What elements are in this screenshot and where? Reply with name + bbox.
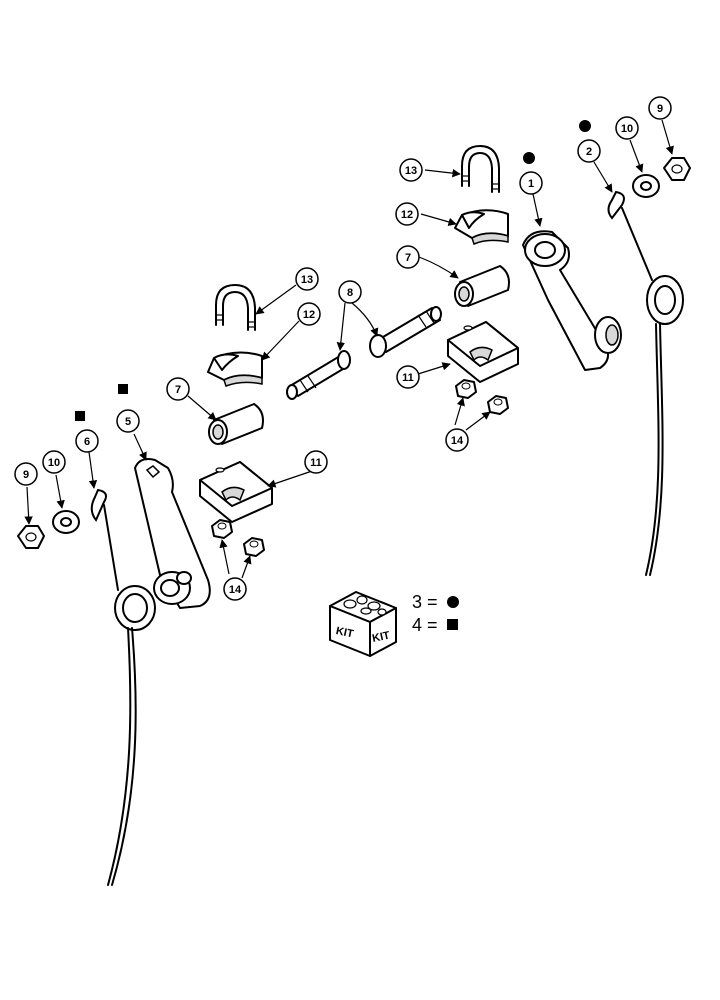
kit3-marker-icon [579,120,591,132]
spring-tine-right [607,190,684,576]
u-bolt-right [461,144,500,193]
svg-text:13: 13 [301,274,313,286]
svg-text:14: 14 [451,435,464,447]
svg-text:6: 6 [84,436,90,448]
lock-nut-right-a [455,379,477,399]
bushing-right [454,265,510,307]
legend-row-1-label: 3 = [412,592,438,612]
washer-right [632,174,660,198]
clamp-half-right [454,209,509,246]
callout-1: 1 [519,171,543,195]
legend-row-2-label: 4 = [412,615,438,635]
callout-5: 5 [116,409,140,433]
callout-11-right: 11 [396,365,420,389]
lock-nut-left-a [211,519,233,539]
pivot-pin-right [369,306,442,358]
spring-tine-left [90,488,156,886]
lock-nut-left-b [243,537,265,557]
circle-symbol-icon [447,596,459,608]
svg-text:1: 1 [528,178,534,190]
callout-13-left: 13 [295,267,319,291]
svg-text:5: 5 [125,416,131,428]
u-bolt-left [215,283,256,331]
svg-text:7: 7 [405,252,411,264]
svg-text:10: 10 [621,123,633,135]
callout-12-right: 12 [395,202,419,226]
callout-13-right: 13 [399,158,423,182]
callout-10-right: 10 [615,116,639,140]
kit-box-icon: KIT KIT [329,591,397,657]
kit-legend: 3 = 4 = [412,592,459,635]
svg-text:12: 12 [401,209,413,221]
callout-9-left: 9 [14,462,38,486]
svg-text:7: 7 [175,384,181,396]
tine-arm-left [134,458,211,609]
callout-9-right: 9 [648,96,672,120]
callout-14-right: 14 [445,428,469,452]
svg-text:11: 11 [310,457,322,469]
svg-text:8: 8 [347,287,353,299]
square-symbol-icon [447,619,458,630]
tine-arm-right [522,230,622,371]
clamp-block-left [199,461,273,523]
svg-text:12: 12 [303,309,315,321]
clamp-block-right [447,321,519,383]
svg-text:9: 9 [657,103,663,115]
hex-nut-left [17,525,45,549]
kit4-marker-icon [75,411,85,421]
svg-text:14: 14 [229,584,242,596]
kit-label-left: KIT [335,625,355,640]
callout-11-left: 11 [304,450,328,474]
leader-lines [24,119,674,579]
kit3-marker-icon [523,152,535,164]
callout-14-left: 14 [223,577,247,601]
svg-text:10: 10 [48,457,60,469]
callout-10-left: 10 [42,450,66,474]
lock-nut-right-b [487,395,509,415]
svg-text:2: 2 [586,146,592,158]
callout-7-right: 7 [396,245,420,269]
svg-text:9: 9 [23,469,29,481]
callout-2: 2 [577,139,601,163]
kit-contents-icon [343,595,387,616]
clamp-half-left [207,351,263,387]
washer-left [52,510,80,534]
svg-text:13: 13 [405,165,417,177]
callout-7-left: 7 [166,377,190,401]
hex-nut-right [663,157,691,181]
pivot-pin-left [286,350,351,400]
svg-text:11: 11 [402,372,414,384]
callout-8: 8 [338,280,362,304]
kit-label-right: KIT [371,629,391,644]
bushing-left [208,403,264,445]
callout-6: 6 [75,429,99,453]
kit4-marker-icon [118,384,128,394]
callout-12-left: 12 [297,302,321,326]
